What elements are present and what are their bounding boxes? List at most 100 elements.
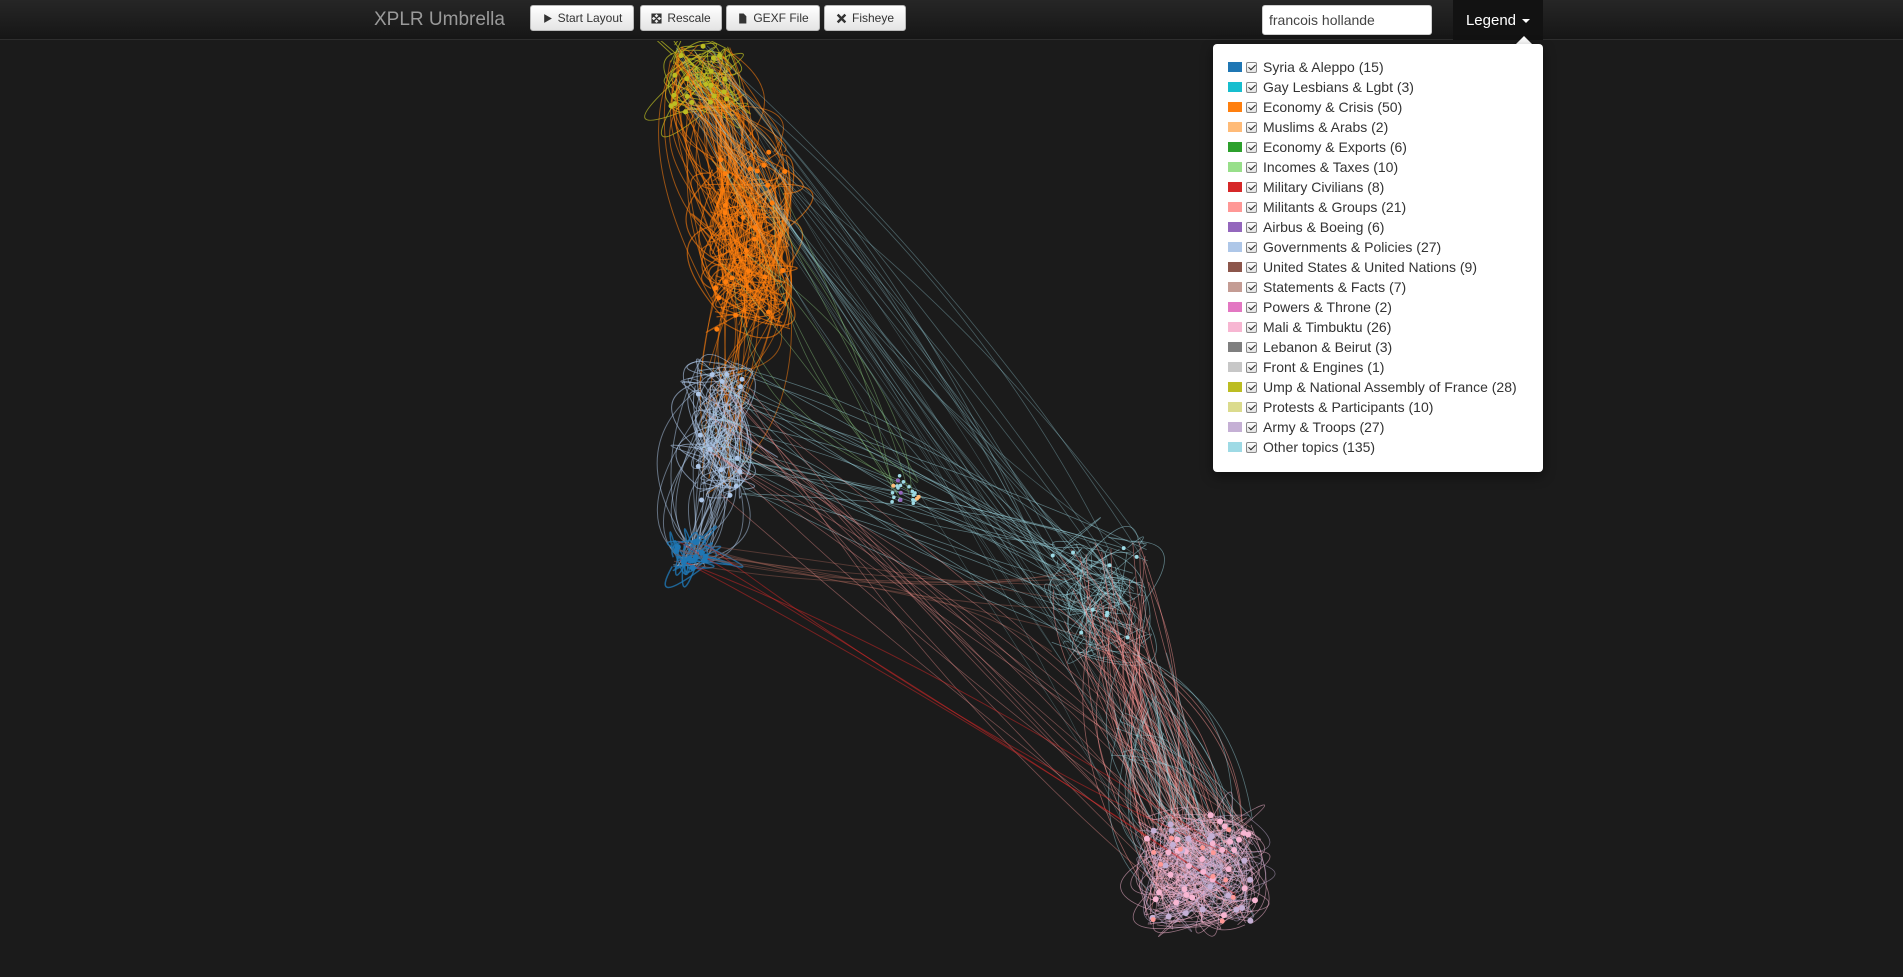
graph-node[interactable] [745, 268, 751, 274]
legend-item[interactable]: Muslims & Arabs (2) [1228, 117, 1543, 137]
graph-node[interactable] [897, 473, 902, 478]
graph-node[interactable] [668, 103, 674, 109]
gexf-file-button[interactable]: GEXF File [726, 5, 820, 31]
graph-node[interactable] [1071, 550, 1076, 555]
graph-node[interactable] [1241, 885, 1248, 892]
graph-node[interactable] [1177, 846, 1183, 852]
graph-node[interactable] [716, 295, 722, 301]
graph-node[interactable] [1189, 894, 1196, 901]
graph-node[interactable] [1230, 894, 1236, 900]
graph-node[interactable] [1239, 904, 1246, 911]
graph-node[interactable] [1241, 857, 1248, 864]
graph-node[interactable] [695, 391, 701, 397]
graph-node[interactable] [1156, 889, 1163, 896]
graph-node[interactable] [1090, 607, 1095, 612]
graph-node[interactable] [723, 279, 729, 285]
legend-checkbox[interactable] [1246, 201, 1257, 213]
graph-node[interactable] [1169, 835, 1175, 841]
graph-node[interactable] [898, 490, 903, 495]
graph-node[interactable] [737, 384, 743, 390]
graph-node[interactable] [717, 52, 723, 58]
legend-checkbox[interactable] [1246, 121, 1257, 133]
graph-node[interactable] [1158, 861, 1164, 867]
graph-node[interactable] [737, 469, 743, 475]
graph-node[interactable] [769, 200, 775, 206]
start-layout-button[interactable]: Start Layout [530, 5, 634, 31]
graph-node[interactable] [734, 455, 740, 461]
graph-node[interactable] [747, 166, 753, 172]
legend-item[interactable]: Economy & Exports (6) [1228, 137, 1543, 157]
graph-node[interactable] [700, 43, 706, 49]
legend-checkbox[interactable] [1246, 101, 1257, 113]
graph-node[interactable] [1162, 862, 1169, 869]
graph-node[interactable] [1181, 886, 1188, 893]
legend-item[interactable]: Economy & Crisis (50) [1228, 97, 1543, 117]
graph-node[interactable] [890, 500, 894, 504]
legend-item[interactable]: Protests & Participants (10) [1228, 397, 1543, 417]
graph-node[interactable] [721, 89, 727, 95]
graph-node[interactable] [722, 202, 728, 208]
graph-node[interactable] [1219, 846, 1226, 853]
graph-node[interactable] [1226, 827, 1232, 833]
graph-node[interactable] [1105, 610, 1110, 615]
legend-item[interactable]: Front & Engines (1) [1228, 357, 1543, 377]
graph-node[interactable] [1121, 546, 1126, 551]
graph-node[interactable] [710, 55, 716, 61]
graph-node[interactable] [1199, 906, 1206, 913]
legend-checkbox[interactable] [1246, 401, 1257, 413]
graph-node[interactable] [689, 99, 695, 105]
graph-node[interactable] [722, 76, 728, 82]
graph-node[interactable] [1150, 827, 1157, 834]
graph-node[interactable] [1107, 563, 1112, 568]
graph-node[interactable] [1150, 917, 1156, 923]
graph-node[interactable] [693, 539, 700, 546]
graph-canvas[interactable] [0, 41, 1903, 977]
graph-node[interactable] [707, 446, 713, 452]
fisheye-button[interactable]: Fisheye [824, 5, 906, 31]
graph-node[interactable] [1167, 871, 1174, 878]
graph-node[interactable] [1185, 862, 1192, 869]
graph-node[interactable] [1217, 818, 1224, 825]
graph-node[interactable] [739, 376, 745, 382]
graph-node[interactable] [1225, 892, 1232, 899]
graph-node[interactable] [722, 210, 728, 216]
graph-node[interactable] [718, 157, 724, 163]
graph-node[interactable] [686, 555, 693, 562]
graph-node[interactable] [733, 483, 739, 489]
graph-node[interactable] [1170, 841, 1177, 848]
graph-node[interactable] [761, 162, 767, 168]
graph-node[interactable] [765, 182, 771, 188]
graph-node[interactable] [890, 490, 895, 495]
legend-checkbox[interactable] [1246, 441, 1257, 453]
legend-item[interactable]: Army & Troops (27) [1228, 417, 1543, 437]
graph-node[interactable] [724, 371, 730, 377]
legend-checkbox[interactable] [1246, 61, 1257, 73]
graph-node[interactable] [703, 81, 709, 87]
graph-node[interactable] [1210, 873, 1216, 879]
legend-dropdown-toggle[interactable]: Legend [1453, 0, 1543, 40]
search-input[interactable] [1262, 5, 1432, 35]
legend-checkbox[interactable] [1246, 81, 1257, 93]
graph-node[interactable] [1221, 823, 1228, 830]
graph-node[interactable] [1206, 835, 1213, 842]
graph-node[interactable] [1182, 910, 1189, 917]
graph-node[interactable] [683, 109, 689, 115]
graph-node[interactable] [1233, 906, 1240, 913]
graph-node[interactable] [891, 483, 896, 488]
legend-item[interactable]: Ump & National Assembly of France (28) [1228, 377, 1543, 397]
legend-item[interactable]: Mali & Timbuktu (26) [1228, 317, 1543, 337]
graph-node[interactable] [729, 275, 735, 281]
legend-checkbox[interactable] [1246, 141, 1257, 153]
legend-item[interactable]: United States & United Nations (9) [1228, 257, 1543, 277]
graph-node[interactable] [684, 93, 690, 99]
graph-node[interactable] [911, 493, 916, 497]
graph-node[interactable] [1223, 877, 1229, 883]
graph-node[interactable] [674, 544, 681, 551]
graph-node[interactable] [1220, 912, 1227, 919]
graph-node[interactable] [684, 76, 690, 82]
graph-node[interactable] [699, 497, 705, 503]
graph-node[interactable] [698, 549, 705, 556]
graph-node[interactable] [780, 267, 786, 273]
graph-node[interactable] [708, 82, 714, 88]
legend-item[interactable]: Militants & Groups (21) [1228, 197, 1543, 217]
